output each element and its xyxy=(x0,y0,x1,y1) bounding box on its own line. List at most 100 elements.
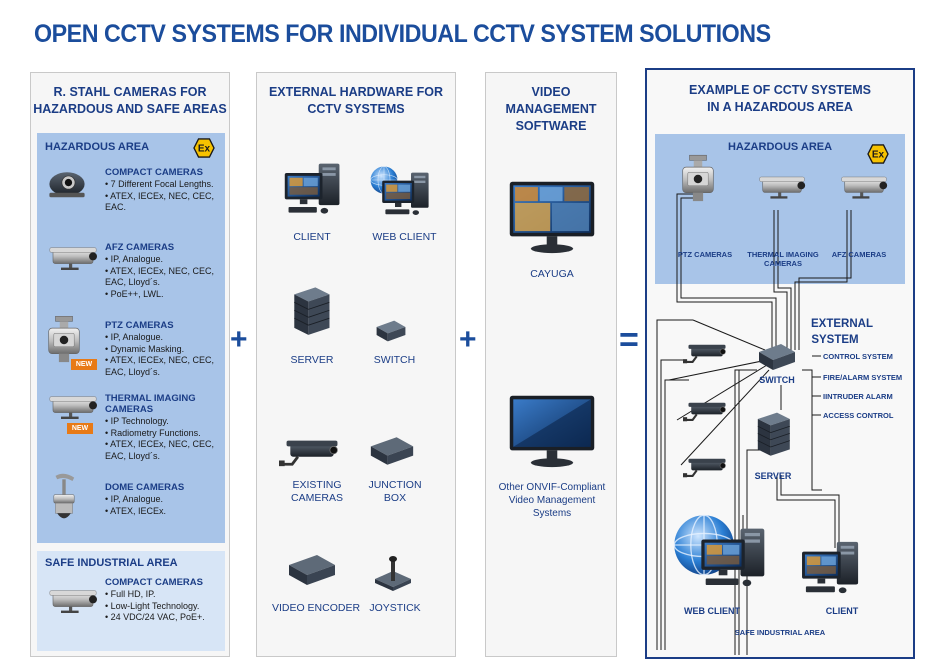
web-client-pc-icon xyxy=(379,171,435,219)
cameras-panel: R. STAHL CAMERAS FOR HAZARDOUS AND SAFE … xyxy=(30,72,230,657)
example-label-thermal-1: THERMAL IMAGING xyxy=(747,250,819,259)
panel-title-line2: HAZARDOUS AND SAFE AREAS xyxy=(33,102,227,116)
hw-label-switch: SWITCH xyxy=(373,354,416,366)
example-thermal-camera-icon xyxy=(755,170,809,204)
example-afz-camera-icon xyxy=(837,170,891,204)
new-badge: NEW xyxy=(67,423,93,434)
panel-title-line2: MANAGEMENT xyxy=(505,102,597,116)
camera-spec: • Low-Light Technology. xyxy=(105,600,200,611)
camera-name: DOME CAMERAS xyxy=(105,482,185,493)
camera-spec: EAC, Lloyd´s. xyxy=(105,450,161,461)
example-label-afz: AFZ CAMERAS xyxy=(831,250,887,259)
panel-title-line1: R. STAHL CAMERAS FOR xyxy=(53,85,207,99)
hw-label-existing: EXISTING xyxy=(292,479,342,491)
thermal-camera-icon xyxy=(45,393,101,421)
camera-spec: • ATEX, IECEx, NEC, CEC, xyxy=(105,190,215,201)
safe-compact-camera-icon xyxy=(45,581,101,621)
hw-label-joystick: JOYSTICK xyxy=(369,602,421,614)
camera-spec: • ATEX, IECEx, NEC, CEC, xyxy=(105,265,215,276)
example-ptz-camera-icon xyxy=(681,152,715,206)
panel-title-line1: EXTERNAL HARDWARE FOR xyxy=(268,85,444,99)
panel-title-line1: VIDEO xyxy=(531,85,571,99)
camera-name: THERMAL IMAGING xyxy=(105,393,196,404)
hardware-panel: EXTERNAL HARDWARE FOR CCTV SYSTEMS CLIEN… xyxy=(256,72,456,657)
plus-operator: + xyxy=(230,323,248,356)
camera-name: COMPACT CAMERAS xyxy=(105,577,203,588)
example-label-client: CLIENT xyxy=(825,606,859,616)
camera-name: AFZ CAMERAS xyxy=(105,242,175,253)
external-system-title-2: SYSTEM xyxy=(811,334,859,346)
panel-title-line1: EXAMPLE OF CCTV SYSTEMS xyxy=(689,83,871,97)
hw-label-web-client: WEB CLIENT xyxy=(372,231,437,243)
software-label-onvif-1: Other ONVIF-Compliant xyxy=(498,482,606,493)
page-title: OPEN CCTV SYSTEMS FOR INDIVIDUAL CCTV SY… xyxy=(34,20,771,48)
hazardous-area-box: HAZARDOUS AREA COMPACT CAMERAS • 7 Diffe… xyxy=(37,133,225,543)
software-label-onvif-2: Video Management xyxy=(508,495,596,506)
compact-camera-icon xyxy=(45,169,89,199)
example-label-server: SERVER xyxy=(754,471,792,481)
panel-title-line2: CCTV SYSTEMS xyxy=(307,102,405,116)
software-label-cayuga: CAYUGA xyxy=(530,268,574,280)
example-panel: EXAMPLE OF CCTV SYSTEMS IN A HAZARDOUS A… xyxy=(645,68,915,659)
ext-item-control: CONTROL SYSTEM xyxy=(823,352,893,361)
example-label-web-client: WEB CLIENT xyxy=(684,606,740,616)
camera-spec: • 7 Different Focal Lengths. xyxy=(105,179,214,189)
example-client-icon xyxy=(797,540,867,598)
dome-camera-icon xyxy=(47,472,81,524)
camera-name: CAMERAS xyxy=(105,404,154,415)
cayuga-monitor-icon xyxy=(508,179,596,255)
existing-camera-icon xyxy=(279,435,345,469)
camera-spec: EAC. xyxy=(105,202,127,212)
example-label-thermal-2: CAMERAS xyxy=(764,259,802,268)
camera-spec: • Full HD, IP. xyxy=(105,589,156,599)
example-label-ptz: PTZ CAMERAS xyxy=(677,250,733,259)
dark-camera-icon-1 xyxy=(683,342,731,364)
dark-camera-icon-3 xyxy=(683,456,731,478)
example-server-icon xyxy=(753,410,793,460)
example-switch-icon xyxy=(757,342,797,372)
panel-title-line2: IN A HAZARDOUS AREA xyxy=(707,100,853,114)
camera-spec: • Dynamic Masking. xyxy=(105,343,185,354)
hw-label-client: CLIENT xyxy=(293,231,331,243)
camera-spec: • IP, Analogue. xyxy=(105,332,164,342)
hw-label-encoder: VIDEO ENCODER xyxy=(271,602,361,614)
camera-spec: EAC, Lloyd´s. xyxy=(105,277,161,287)
joystick-icon xyxy=(373,553,413,593)
hw-label-server: SERVER xyxy=(290,354,334,366)
software-panel: VIDEO MANAGEMENT SOFTWARE CAYUGA Other O… xyxy=(485,72,617,657)
example-web-client-icon xyxy=(697,526,773,592)
camera-spec: • ATEX, IECEx. xyxy=(105,505,167,516)
example-label-switch: SWITCH xyxy=(759,375,795,385)
example-safe-area-title: SAFE INDUSTRIAL AREA xyxy=(734,628,826,637)
junction-box-icon xyxy=(369,435,415,467)
network-wiring xyxy=(656,193,852,655)
afz-camera-icon xyxy=(45,244,101,272)
external-system-title-1: EXTERNAL xyxy=(811,318,873,330)
camera-spec: • IP, Analogue. xyxy=(105,494,164,504)
safe-area-box: SAFE INDUSTRIAL AREA COMPACT CAMERAS • F… xyxy=(37,551,225,651)
camera-spec: • 24 VDC/24 VAC, PoE+. xyxy=(105,612,205,622)
video-encoder-icon xyxy=(287,553,337,587)
equals-operator: = xyxy=(619,321,639,359)
software-label-onvif-3: Systems xyxy=(532,508,572,519)
camera-spec: • ATEX, IECEx, NEC, CEC, xyxy=(105,439,215,449)
switch-icon xyxy=(375,319,407,343)
panel-title-line3: SOFTWARE xyxy=(515,119,587,133)
dark-camera-icon-2 xyxy=(683,400,731,422)
hw-label-existing-2: CAMERAS xyxy=(291,492,343,504)
camera-spec: • IP, Analogue. xyxy=(105,254,164,264)
ptz-camera-icon xyxy=(47,316,81,364)
new-badge: NEW xyxy=(71,359,97,370)
example-hazardous-title: HAZARDOUS AREA xyxy=(727,141,833,153)
ext-item-intruder: IINTRUDER ALARM xyxy=(823,392,893,401)
camera-spec: • IP Technology. xyxy=(105,416,169,426)
safe-area-title: SAFE INDUSTRIAL AREA xyxy=(45,557,178,569)
ext-item-access: ACCESS CONTROL xyxy=(823,411,894,420)
client-pc-icon xyxy=(281,161,347,219)
camera-spec: • PoE++, LWL. xyxy=(105,288,164,299)
plus-operator-2: + xyxy=(459,323,477,356)
server-icon xyxy=(289,285,333,339)
camera-spec: • Radiometry Functions. xyxy=(105,427,201,438)
hw-label-junction-2: BOX xyxy=(383,492,407,504)
camera-spec: EAC, Lloyd´s. xyxy=(105,366,161,377)
